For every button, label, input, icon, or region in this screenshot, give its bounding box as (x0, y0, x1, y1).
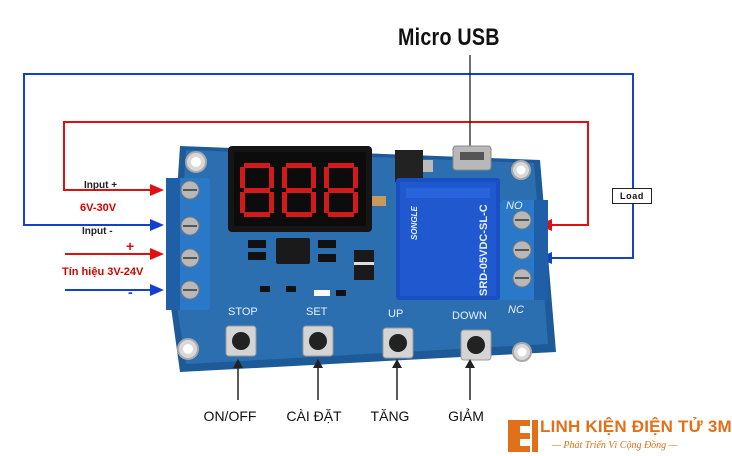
arrow-input-plus (150, 184, 164, 196)
red-wire-loop (63, 121, 589, 226)
brand-logo-icon (508, 420, 538, 452)
arrow-input-minus (150, 219, 164, 231)
signal-plus-label: + (126, 238, 135, 254)
tang-label: TĂNG (370, 408, 410, 424)
output-terminal-block (500, 200, 548, 300)
board-down-label: DOWN (452, 310, 487, 322)
arrow-signal-plus (150, 248, 164, 260)
components (248, 145, 492, 296)
brand-name: LINH KIỆN ĐIỆN TỬ 3M (540, 417, 732, 436)
arrow-signal-minus (150, 284, 164, 296)
seven-segment-display (228, 146, 372, 232)
board-set-label: SET (306, 306, 328, 318)
tactile-buttons (225, 325, 492, 361)
micro-usb-label: Micro USB (398, 24, 500, 51)
on-off-label: ON/OFF (203, 408, 257, 424)
relay (396, 178, 500, 300)
button-leaders (233, 359, 475, 400)
terminal-no-label: NO (506, 200, 523, 212)
giam-label: GIẢM (448, 408, 484, 424)
voltage-label: 6V-30V (80, 202, 117, 214)
board-up-label: UP (388, 308, 404, 320)
input-terminal-block (166, 178, 210, 310)
blue-wire-outer (23, 73, 634, 259)
signal-minus-label: - (128, 284, 133, 300)
cai-dat-label: CÀI ĐẶT (286, 408, 342, 424)
board-stop-label: STOP (228, 306, 258, 318)
relay-brand: SONGLE (410, 206, 419, 240)
signal-label: Tín hiệu 3V-24V (62, 266, 144, 278)
input-minus-label: Input - (82, 226, 113, 237)
terminal-nc-label: NC (508, 304, 524, 316)
load-label: Load (612, 188, 652, 204)
relay-model: SRD-05VDC-SL-C (478, 204, 490, 296)
brand-slogan: — Phát Triển Vì Cộng Đồng — (552, 440, 678, 451)
input-plus-label: Input + (84, 180, 118, 191)
